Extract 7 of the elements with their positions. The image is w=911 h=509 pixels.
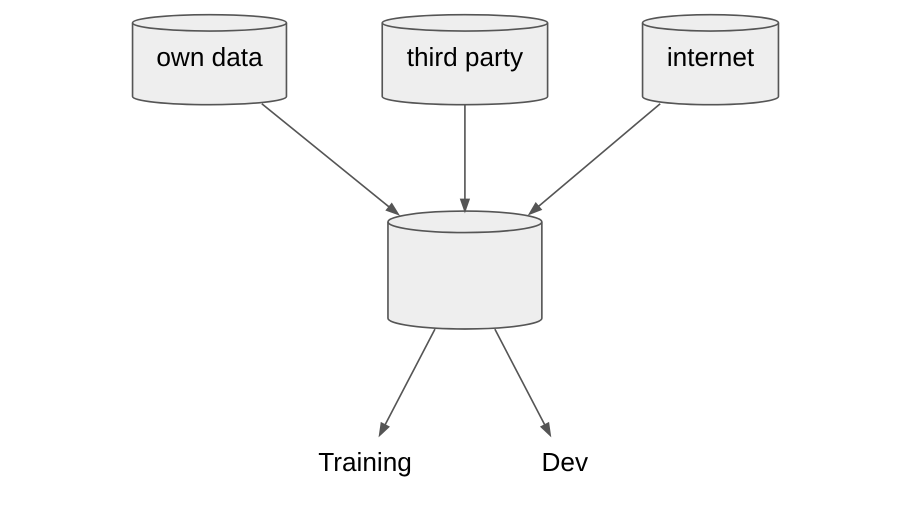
node-text: Dev bbox=[542, 447, 588, 478]
arrow bbox=[528, 103, 661, 216]
arrow bbox=[494, 328, 552, 438]
arrow bbox=[460, 104, 470, 214]
arrow bbox=[261, 103, 400, 216]
node-text: Training bbox=[318, 447, 412, 478]
arrow bbox=[378, 328, 436, 438]
